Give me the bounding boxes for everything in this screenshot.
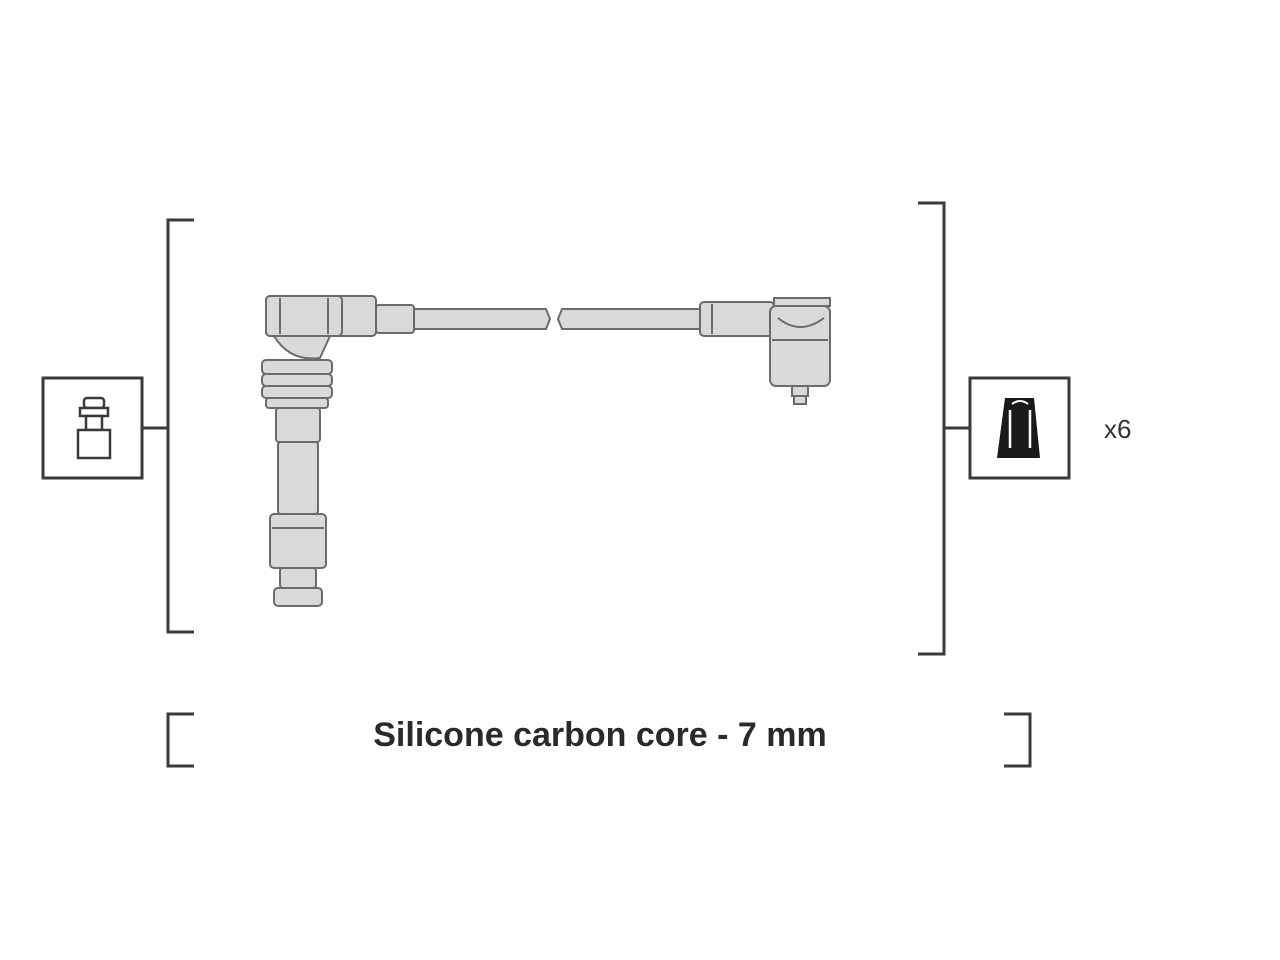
coil-boot-terminal-icon <box>968 376 1071 480</box>
wire-spec-caption: Silicone carbon core - 7 mm <box>373 716 827 754</box>
caption-left-bracket <box>166 712 194 768</box>
right-bracket <box>918 201 946 656</box>
left-bracket <box>166 218 194 634</box>
caption-right-bracket <box>1004 712 1032 768</box>
ignition-lead-illustration <box>261 295 831 607</box>
spark-plug-connector-icon <box>41 376 144 480</box>
quantity-label: x6 <box>1104 414 1132 444</box>
